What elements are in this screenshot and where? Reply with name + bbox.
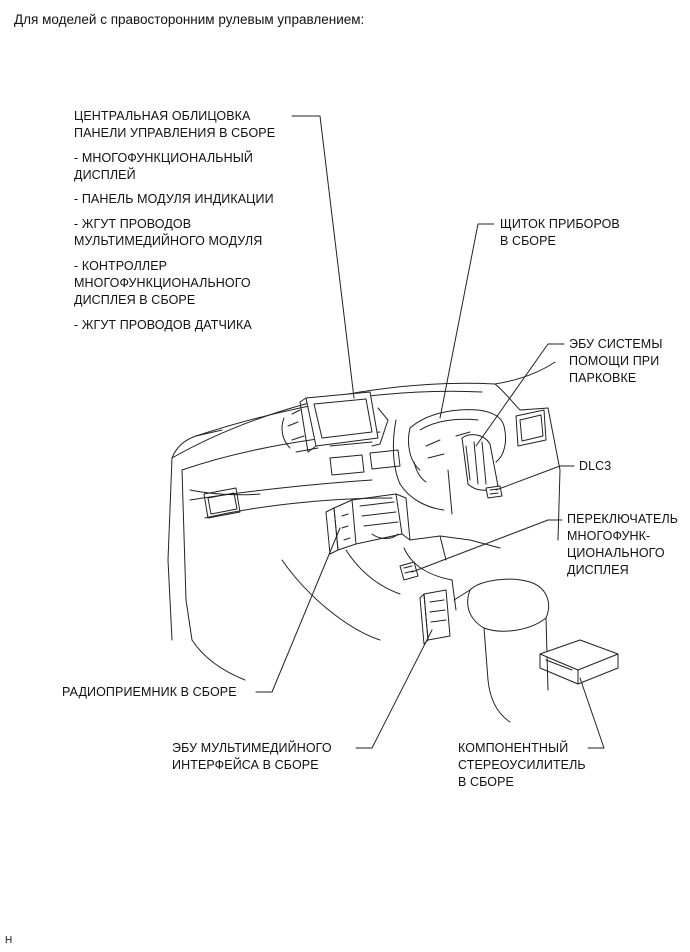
parking-assist-ecu — [461, 434, 499, 491]
leader-instrument-cluster — [439, 223, 495, 419]
label-stereo-amplifier: КОМПОНЕНТНЫЙ СТЕРЕОУСИЛИТЕЛЬ В СБОРЕ — [458, 741, 586, 789]
steering-column — [392, 419, 453, 515]
label-multimedia-ecu: ЭБУ МУЛЬТИМЕДИЙНОГО ИНТЕРФЕЙСА В СБОРЕ — [172, 741, 332, 772]
instrument-cluster — [407, 409, 507, 483]
label-center-panel: ЦЕНТРАЛЬНАЯ ОБЛИЦОВКА ПАНЕЛИ УПРАВЛЕНИЯ … — [74, 109, 276, 140]
floor-console — [451, 578, 550, 723]
dlc3-connector — [485, 485, 503, 499]
figure-code: H — [5, 935, 13, 946]
page-heading: Для моделей с правосторонним рулевым упр… — [14, 12, 365, 27]
label-display-switch: ПЕРЕКЛЮЧАТЕЛЬ МНОГОФУНК- ЦИОНАЛЬНОГО ДИС… — [567, 512, 679, 577]
leader-display-switch — [411, 519, 563, 573]
leader-multimedia-ecu — [355, 629, 433, 749]
stereo-amplifier — [539, 639, 619, 685]
label-instrument-cluster: ЩИТОК ПРИБОРОВ В СБОРЕ — [500, 217, 620, 248]
radio-receiver — [325, 493, 411, 555]
leader-parking-ecu — [475, 343, 565, 447]
multimedia-interface-ecu — [419, 589, 451, 645]
leader-stereo-amplifier — [579, 677, 605, 749]
display-switch — [399, 561, 419, 581]
leader-center-panel — [291, 115, 355, 399]
leader-radio-receiver — [255, 527, 341, 693]
label-sub-multimedia-harness: - ЖГУТ ПРОВОДОВ МУЛЬТИМЕДИЙНОГО МОДУЛЯ — [74, 217, 263, 248]
label-dlc3: DLC3 — [579, 459, 612, 473]
label-sub-display: - МНОГОФУНКЦИОНАЛЬНЫЙ ДИСПЛЕЙ — [74, 151, 253, 182]
multifunction-display — [281, 391, 389, 453]
label-parking-ecu: ЭБУ СИСТЕМЫ ПОМОЩИ ПРИ ПАРКОВКЕ — [569, 337, 663, 385]
label-sub-display-controller: - КОНТРОЛЛЕР МНОГОФУНКЦИОНАЛЬНОГО ДИСПЛЕ… — [74, 259, 251, 307]
left-air-vent — [203, 487, 241, 519]
right-air-vent — [515, 409, 547, 447]
label-sub-indication-panel: - ПАНЕЛЬ МОДУЛЯ ИНДИКАЦИИ — [74, 192, 274, 206]
leader-lines — [255, 115, 605, 749]
upper-center-vents — [329, 449, 401, 476]
label-radio-receiver: РАДИОПРИЕМНИК В СБОРЕ — [62, 685, 237, 699]
label-sub-sensor-harness: - ЖГУТ ПРОВОДОВ ДАТЧИКА — [74, 318, 252, 332]
leader-dlc3 — [495, 465, 575, 491]
